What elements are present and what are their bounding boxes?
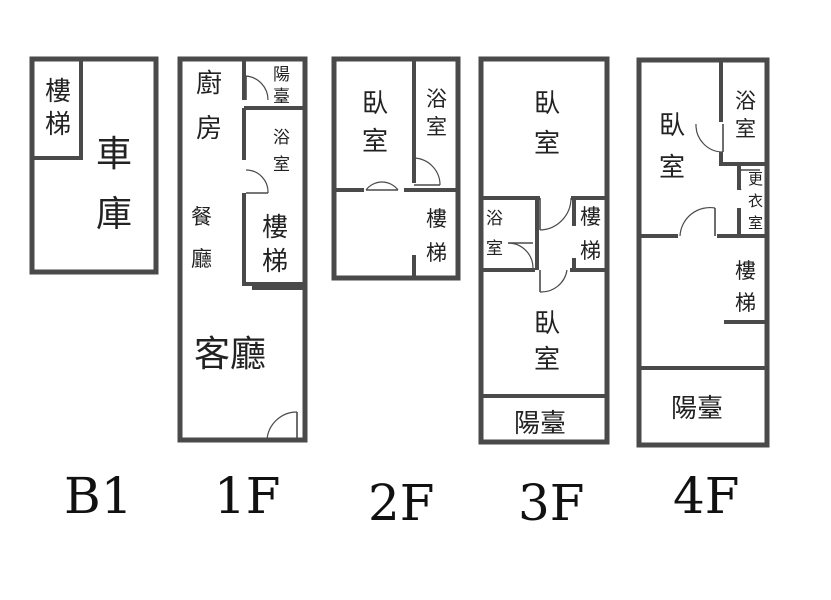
floor-label-b1: B1 [64, 467, 133, 525]
1f-balcony-label-1: 陽 [273, 65, 290, 85]
2f-stairs-label-1: 樓 [426, 207, 447, 231]
1f-balcony-walls [242, 59, 305, 110]
3f-stairs-label-2: 梯 [580, 239, 601, 263]
3f-outline [478, 56, 610, 445]
1f-entry-door-arc [266, 411, 298, 441]
4f-closet-label-2: 衣 [748, 192, 763, 210]
3f-bath-label-1: 浴 [486, 209, 503, 229]
2f-bath-label-1: 浴 [426, 87, 447, 111]
4f-bedroom-label-2: 室 [659, 153, 685, 183]
3f-upper-bedroom-door-arc [539, 197, 572, 231]
3f-bedroom-a-label-1: 臥 [534, 89, 560, 119]
4f-bedroom-door-arc [679, 206, 716, 237]
4f-stairs-label-2: 梯 [735, 291, 756, 315]
2f-bath-door-arc [413, 157, 441, 186]
3f-bedroom-b-label-2: 室 [534, 345, 560, 375]
1f-living-room-label: 客廳 [194, 334, 266, 375]
4f-stairs-label-1: 樓 [735, 259, 756, 283]
4f-closet-label-1: 更 [748, 170, 763, 188]
1f-dining-label-2: 廳 [191, 247, 212, 271]
1f-bath-door-arc [245, 169, 269, 194]
4f-balcony-label: 陽臺 [671, 394, 723, 424]
2f-bedroom-door-arc [365, 181, 399, 191]
floor-4f-plan: 臥 室 浴 室 更 衣 室 樓 梯 陽臺 4F [636, 57, 770, 525]
4f-bath-walls [719, 60, 767, 166]
b1-garage-label-1: 車 [96, 134, 132, 175]
1f-stairs-label-2: 梯 [262, 247, 288, 277]
b1-stair-walls [34, 59, 83, 160]
b1-stairs-label-1: 樓 [45, 77, 71, 107]
3f-stairs-label-1: 樓 [580, 205, 601, 229]
2f-bath-label-2: 室 [426, 115, 447, 139]
4f-outline [636, 57, 770, 448]
4f-closet-label-3: 室 [748, 214, 763, 232]
floor-1f-plan: 廚 房 陽 臺 浴 室 餐 廳 樓 梯 客廳 1F [177, 56, 308, 525]
2f-stairs-label-2: 梯 [426, 241, 447, 265]
1f-dining-label-1: 餐 [191, 205, 212, 229]
2f-outline [331, 56, 461, 281]
1f-bath-label-2: 室 [273, 155, 290, 175]
3f-mid-walls [535, 198, 576, 270]
1f-bath-label-1: 浴 [273, 128, 290, 148]
4f-closet-door-arc [737, 169, 742, 191]
2f-bedroom-label-2: 室 [362, 127, 388, 157]
1f-balcony-label-2: 臺 [273, 87, 290, 107]
floor-b1-plan: 樓 梯 車 庫 B1 [29, 56, 159, 525]
4f-bath-label-2: 室 [735, 117, 756, 141]
3f-balcony-label: 陽臺 [514, 409, 566, 439]
3f-bedroom-a-label-2: 室 [534, 129, 560, 159]
floor-3f-plan: 臥 室 浴 室 樓 梯 臥 室 陽臺 3F [478, 56, 610, 532]
b1-outline [29, 56, 159, 275]
floor-label-3f: 3F [518, 474, 585, 532]
3f-bath-door-arc [507, 242, 534, 269]
4f-bath-label-1: 浴 [735, 89, 756, 113]
4f-bath-door-arc [695, 123, 724, 153]
2f-bedroom-label-1: 臥 [362, 89, 388, 119]
floor-label-1f: 1F [214, 467, 281, 525]
b1-garage-label-2: 庫 [96, 194, 132, 235]
b1-stairs-label-2: 梯 [45, 110, 71, 140]
floor-2f-plan: 臥 室 浴 室 樓 梯 2F [331, 56, 461, 532]
1f-kitchen-label-2: 房 [196, 114, 222, 144]
1f-balcony-door-arc [245, 75, 269, 101]
3f-lower-bedroom-door-arc [539, 269, 568, 293]
3f-bath-label-2: 室 [486, 239, 503, 259]
floor-label-2f: 2F [368, 474, 435, 532]
floor-label-4f: 4F [673, 467, 740, 525]
1f-bath-walls [242, 108, 305, 286]
3f-bedroom-b-label-1: 臥 [534, 309, 560, 339]
4f-bedroom-label-1: 臥 [659, 111, 685, 141]
1f-stairs-label-1: 樓 [262, 213, 288, 243]
1f-kitchen-label-1: 廚 [196, 69, 222, 99]
